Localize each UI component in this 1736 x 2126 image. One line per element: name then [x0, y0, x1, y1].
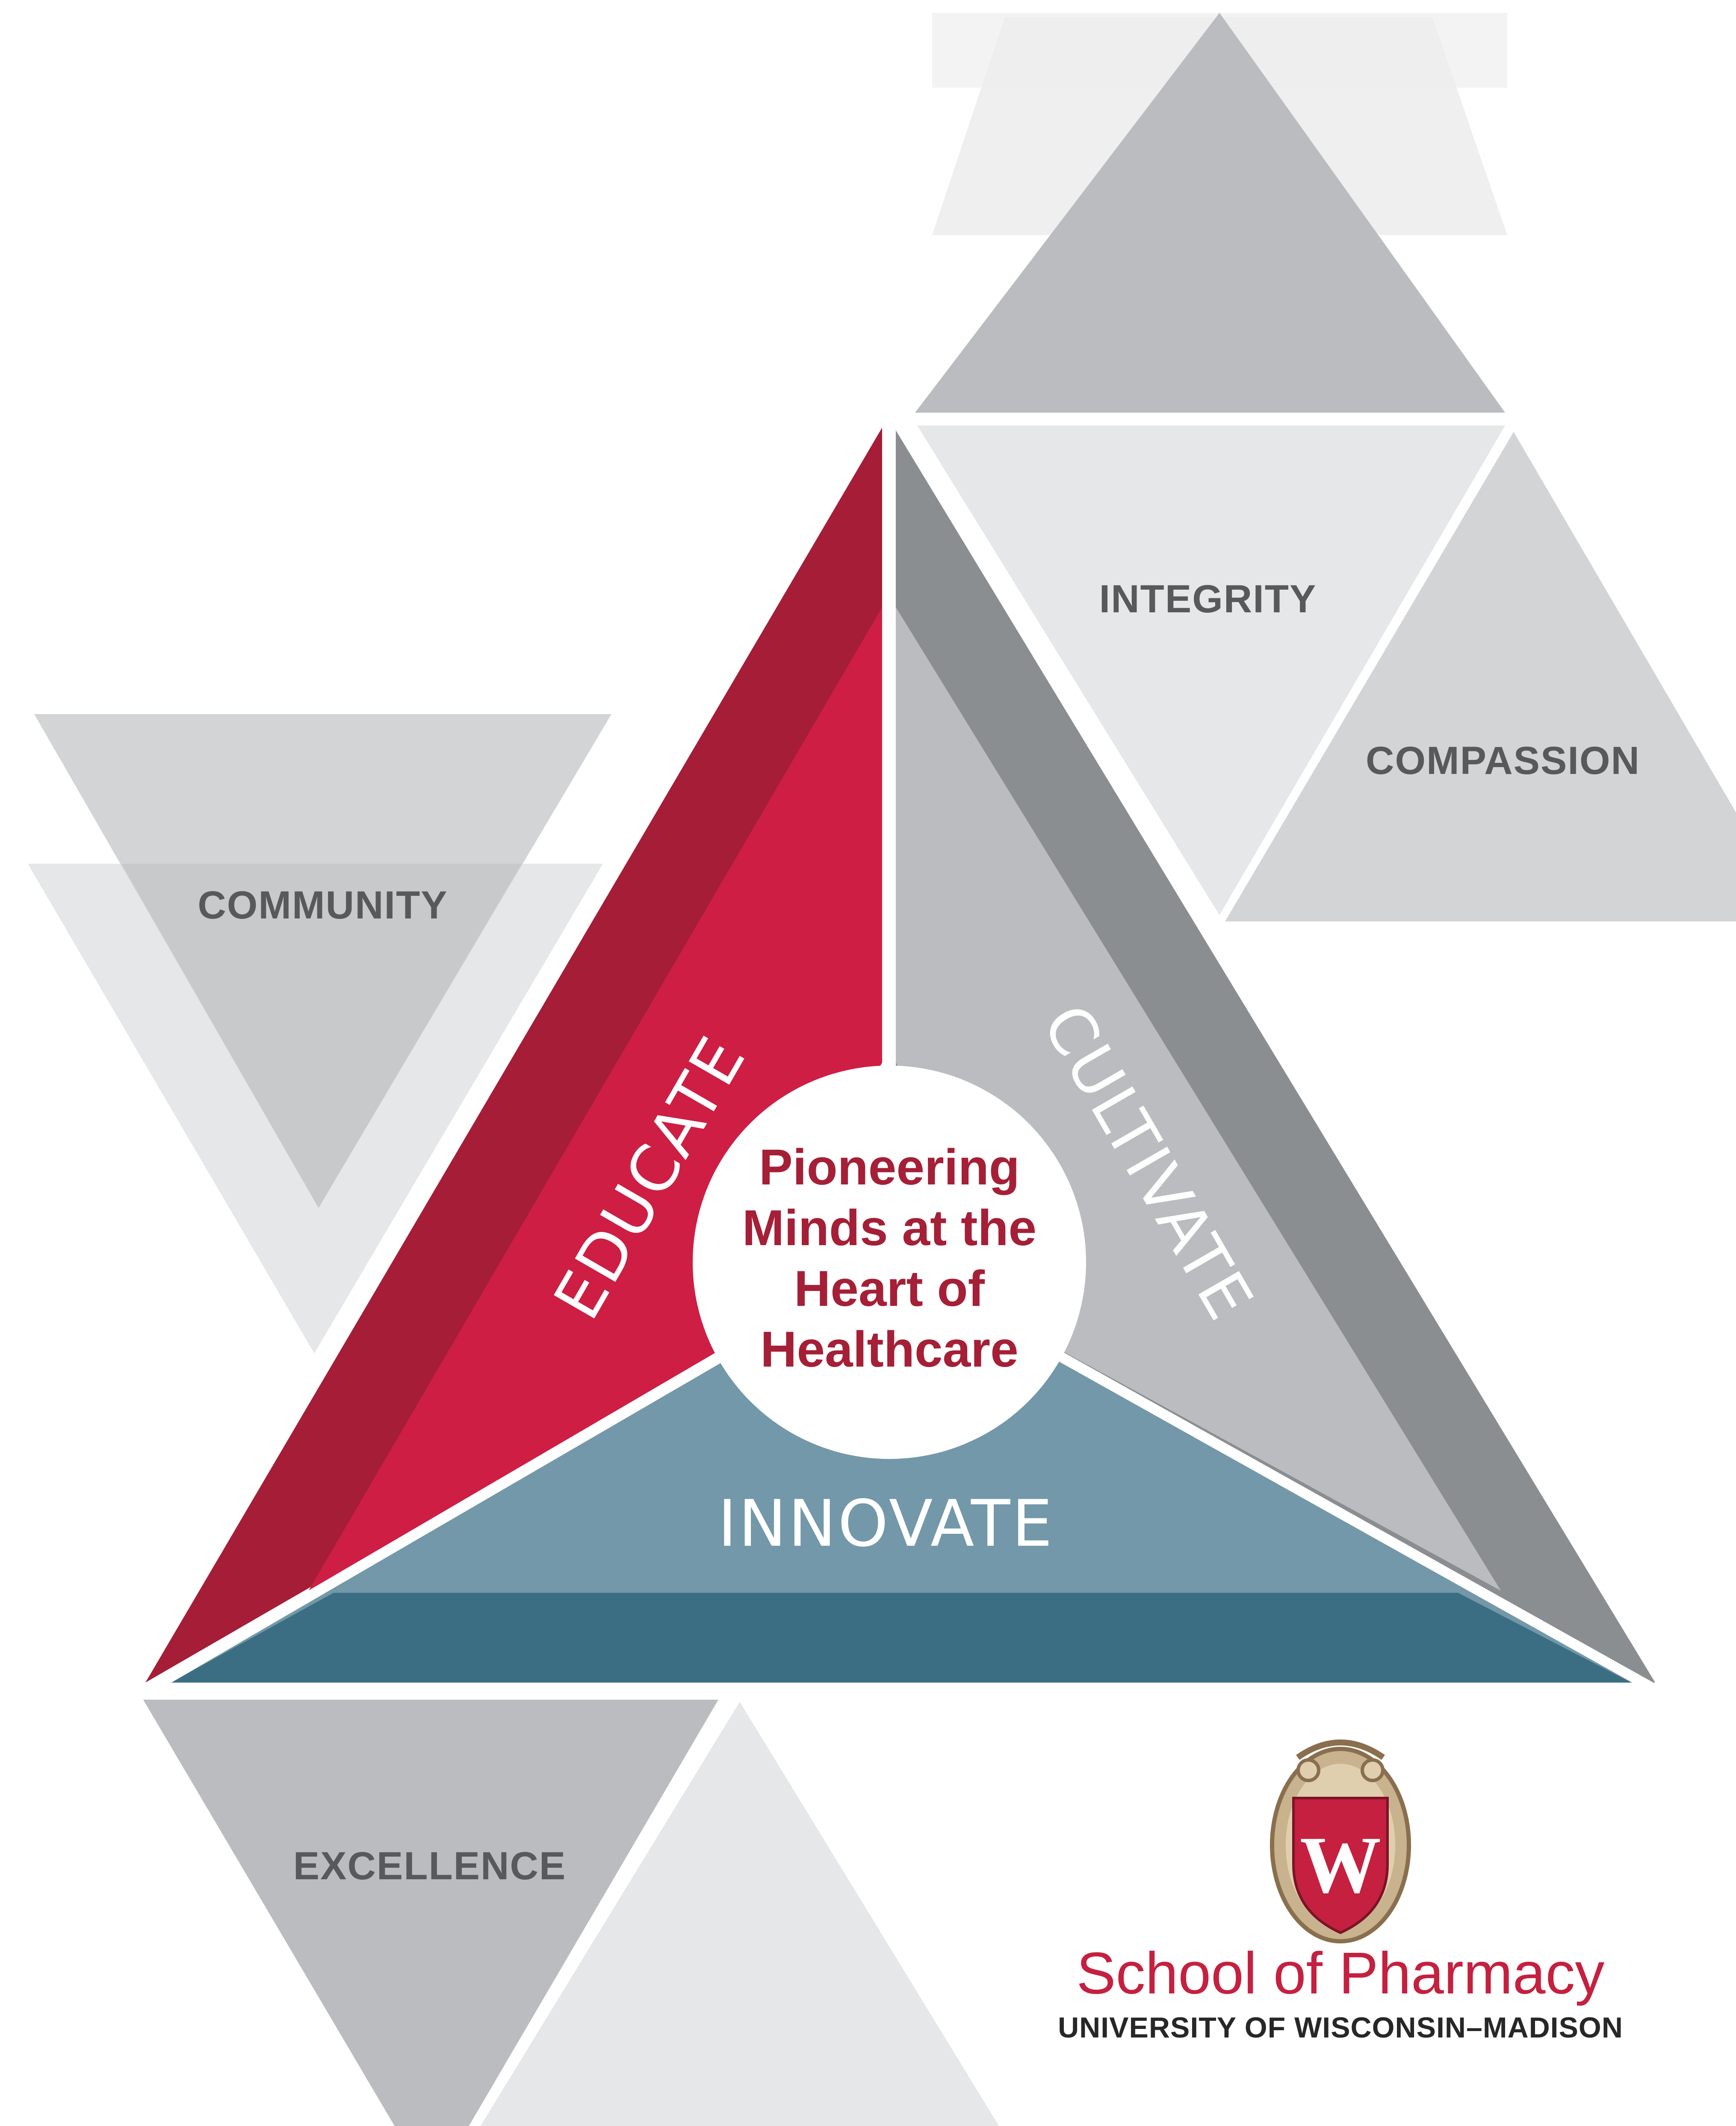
crest-letter: W — [1300, 1820, 1381, 1910]
integrity-triangle — [917, 425, 1505, 915]
separator-top-right-edge — [893, 421, 1668, 1689]
pillar-label-innovate: INNOVATE — [718, 1487, 1054, 1561]
value-label-excellence: EXCELLENCE — [293, 1844, 567, 1888]
value-label-compassion: COMPASSION — [1366, 739, 1640, 782]
cultivate-panel — [896, 607, 1501, 1591]
educate-outer-band — [145, 428, 882, 1683]
main-triangle — [145, 421, 1668, 1692]
top-grey-triangle — [915, 13, 1505, 413]
center-line-4: Healthcare — [760, 1321, 1018, 1378]
center-line-1: Pioneering — [759, 1139, 1020, 1196]
uw-crest-icon: W — [1270, 1739, 1411, 1943]
center-line-3: Heart of — [794, 1261, 985, 1317]
separator-right — [1041, 1342, 1653, 1692]
center-circle — [693, 1066, 1086, 1459]
innovate-bottom-band — [171, 1593, 1631, 1683]
school-name: School of Pharmacy — [1077, 1940, 1605, 2006]
value-label-integrity: INTEGRITY — [1099, 577, 1317, 621]
separator-left — [151, 1342, 738, 1692]
excellence-triangle — [143, 1700, 718, 2126]
center-line-2: Minds at the — [742, 1200, 1036, 1256]
value-label-community: COMMUNITY — [198, 883, 448, 927]
school-logo: W School of Pharmacy UNIVERSITY OF WISCO… — [1058, 1739, 1623, 2044]
educate-panel — [304, 607, 882, 1599]
university-name: UNIVERSITY OF WISCONSIN–MADISON — [1058, 2011, 1623, 2044]
center-text: Pioneering Minds at the Heart of Healthc… — [742, 1139, 1036, 1378]
bottom-light-triangle — [480, 1702, 999, 2126]
background-triangles — [28, 13, 1736, 2126]
compassion-triangle — [1225, 432, 1736, 921]
community-overlap — [121, 864, 522, 1208]
